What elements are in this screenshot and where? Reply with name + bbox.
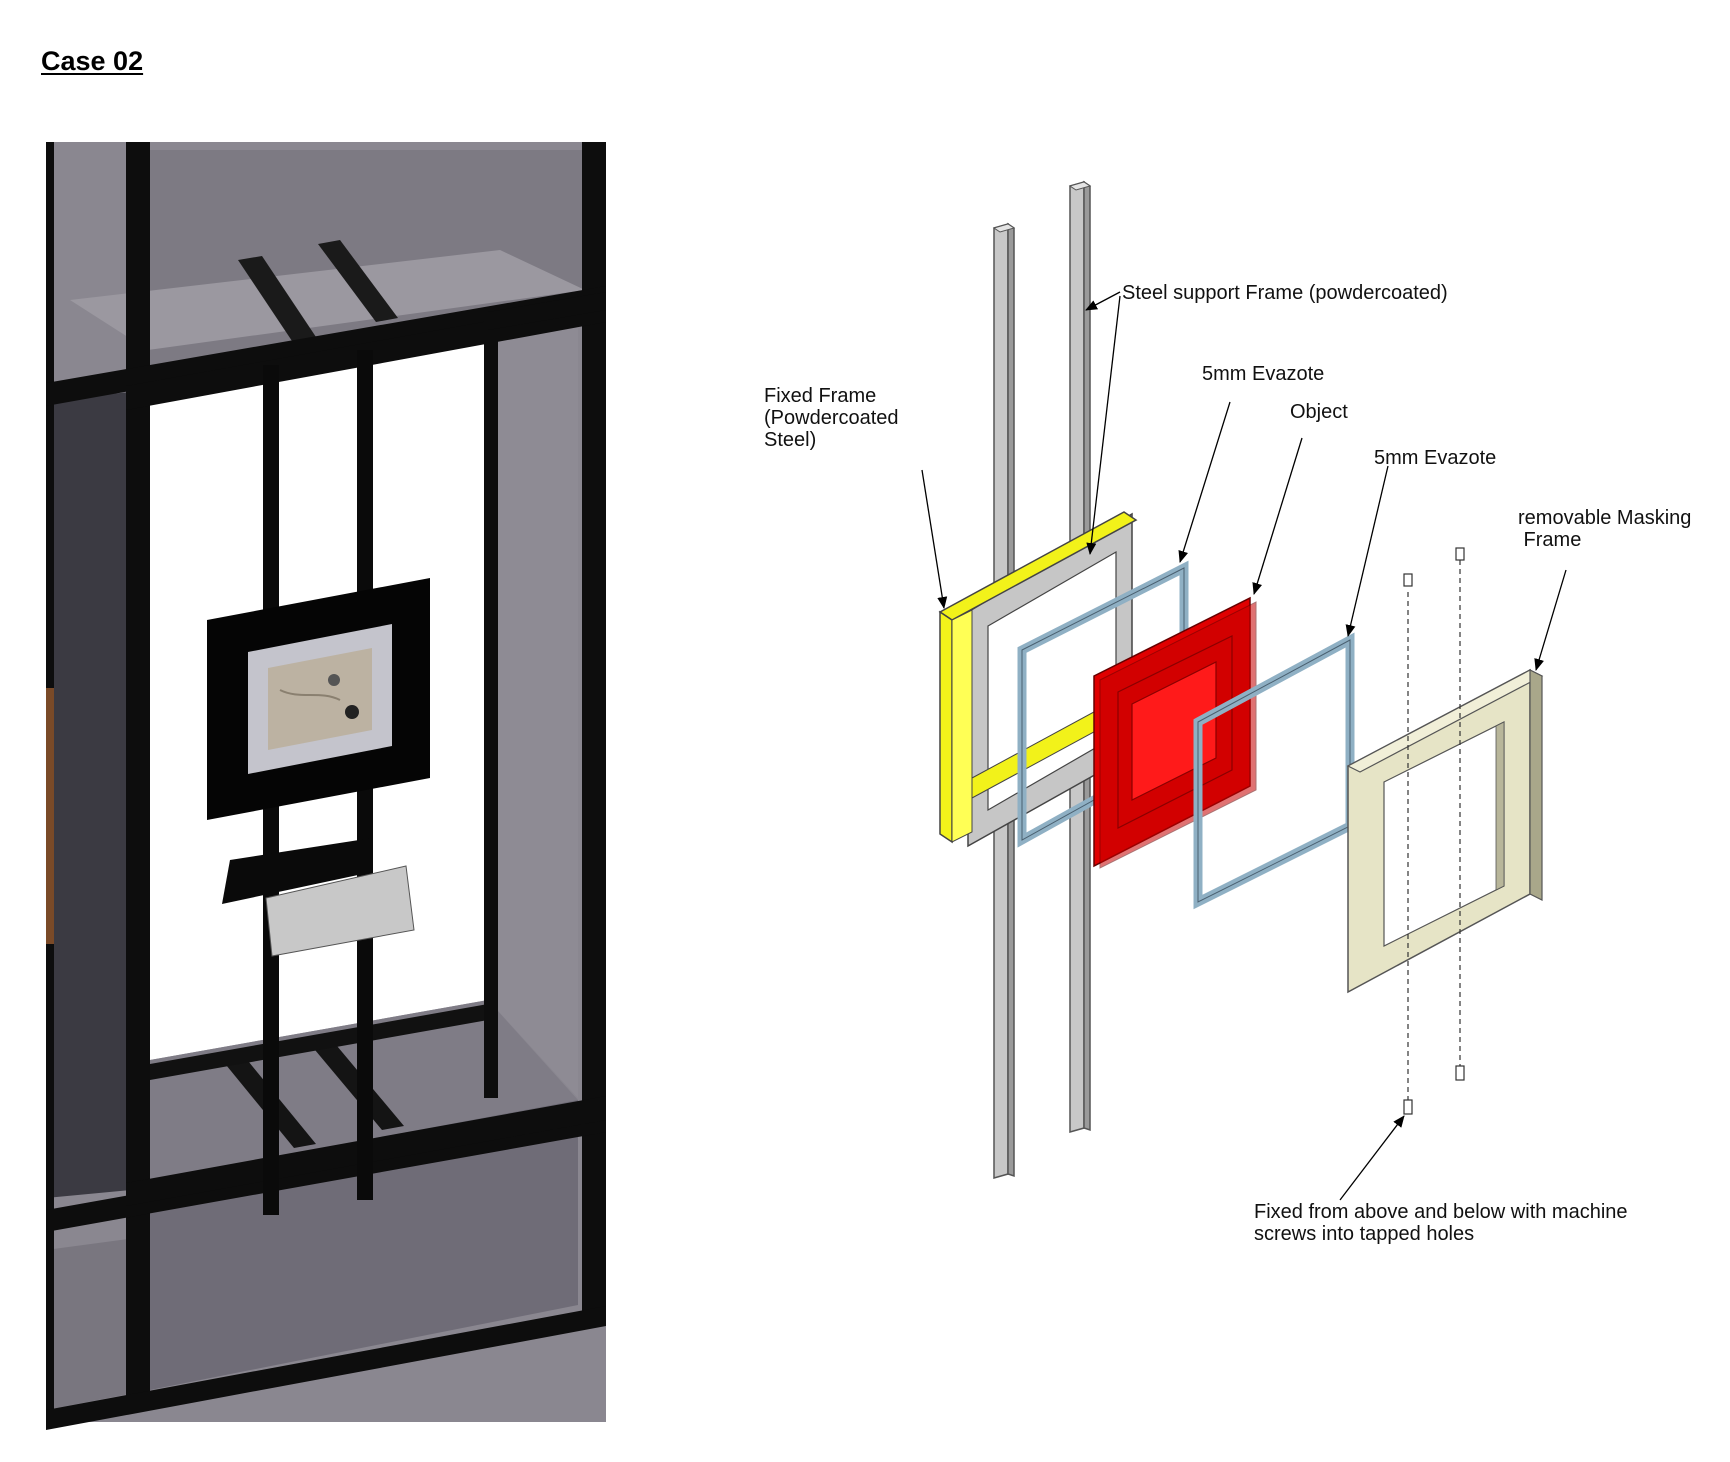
top-strut (318, 240, 398, 322)
case-side-panel (46, 392, 130, 1198)
label-screws-line2: screws into tapped holes (1254, 1223, 1474, 1245)
label-screws-line1: Fixed from above and below with machine (1254, 1201, 1628, 1223)
right-glass-wall (488, 312, 578, 1098)
top-strut (238, 256, 318, 344)
artwork-detail (345, 705, 359, 719)
masking-frame (1346, 668, 1544, 994)
label-fixed-frame-line2: (Powdercoated (764, 407, 899, 429)
label-object: Object (1290, 401, 1348, 423)
label-fixed-frame-line3: Steel) (764, 429, 816, 451)
mounted-artwork (268, 648, 372, 750)
display-case-render (46, 142, 606, 1430)
object-panel (1093, 596, 1257, 869)
bottom-shelf-rail (150, 1004, 488, 1080)
label-masking-frame-line2: Frame (1518, 529, 1581, 551)
case-frame (46, 142, 606, 1430)
label-steel-support-frame: Steel support Frame (powdercoated) (1122, 282, 1448, 304)
exploded-diagram: Steel support Frame (powdercoated) Fixed… (764, 180, 1691, 1245)
leader-lines (921, 291, 1567, 1201)
top-shelf (70, 250, 585, 350)
side-object (46, 688, 54, 944)
bottom-left-glass (46, 1236, 150, 1410)
artwork-detail (279, 689, 341, 701)
machine-screws (1403, 547, 1465, 1115)
label-card (265, 865, 415, 957)
label-masking-frame-line1: removable Masking (1518, 507, 1691, 529)
artwork-detail (328, 674, 340, 686)
label-evazote-1: 5mm Evazote (1202, 363, 1324, 385)
label-evazote-2: 5mm Evazote (1374, 447, 1496, 469)
page-title: Case 02 (41, 46, 144, 76)
label-fixed-frame-line1: Fixed Frame (764, 385, 876, 407)
label-holder (222, 838, 372, 904)
